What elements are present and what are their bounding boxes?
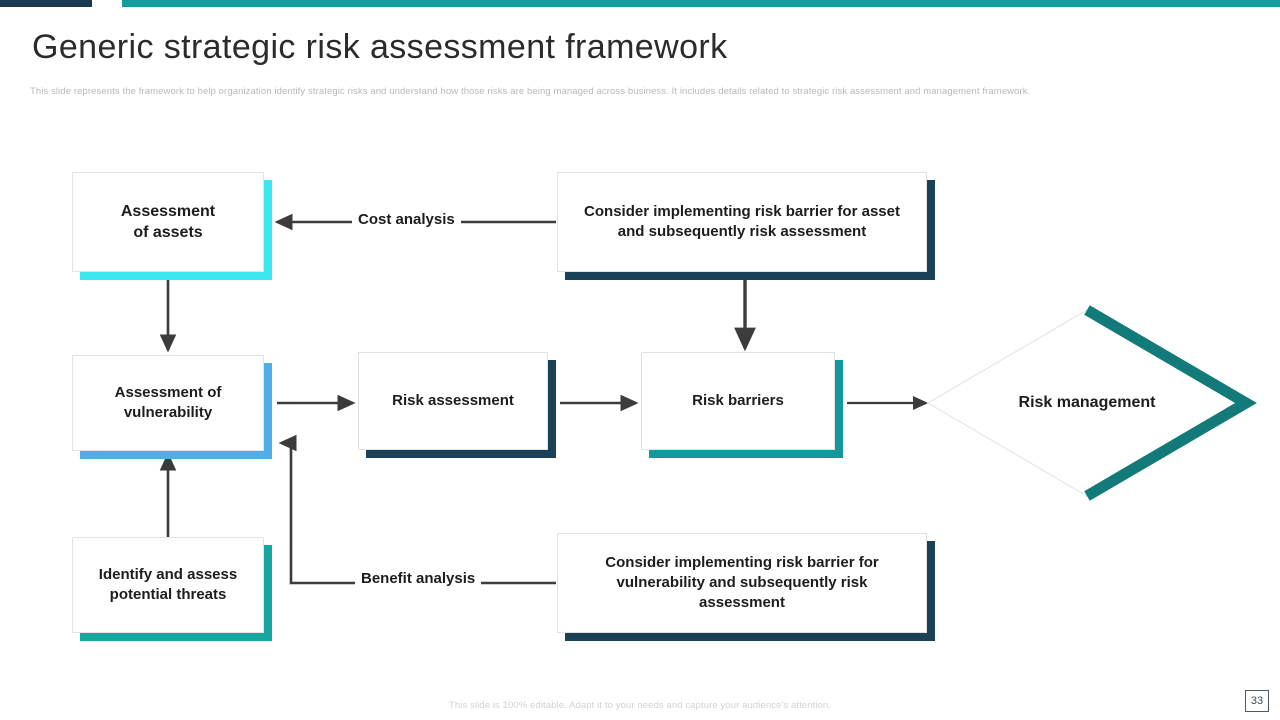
node-risk-assessment[interactable]: Risk assessment bbox=[358, 352, 548, 450]
node-consider-vulnerability[interactable]: Consider implementing risk barrier for v… bbox=[557, 533, 927, 633]
node-risk-management[interactable]: Risk management bbox=[928, 310, 1246, 496]
node-consider-vulnerability-label: Consider implementing risk barrier for v… bbox=[605, 554, 879, 611]
node-consider-asset-label: Consider implementing risk barrier for a… bbox=[584, 203, 900, 240]
node-risk-management-label: Risk management bbox=[1018, 394, 1156, 411]
node-risk-assessment-label: Risk assessment bbox=[392, 392, 514, 410]
page-subtitle: This slide represents the framework to h… bbox=[30, 86, 1031, 97]
page-number: 33 bbox=[1245, 690, 1269, 712]
top-accent-bar-navy bbox=[0, 0, 92, 7]
node-risk-barriers-label: Risk barriers bbox=[692, 392, 784, 410]
top-accent-bar-teal bbox=[122, 0, 1280, 7]
footer-note: This slide is 100% editable. Adapt it to… bbox=[448, 700, 832, 711]
edge-label-cost-analysis: Cost analysis bbox=[352, 211, 461, 228]
connector-benefit-analysis bbox=[278, 434, 556, 585]
edge-label-benefit-analysis: Benefit analysis bbox=[355, 570, 482, 587]
page-title: Generic strategic risk assessment framew… bbox=[32, 28, 728, 66]
node-consider-asset[interactable]: Consider implementing risk barrier for a… bbox=[557, 172, 927, 272]
node-risk-barriers[interactable]: Risk barriers bbox=[641, 352, 835, 450]
